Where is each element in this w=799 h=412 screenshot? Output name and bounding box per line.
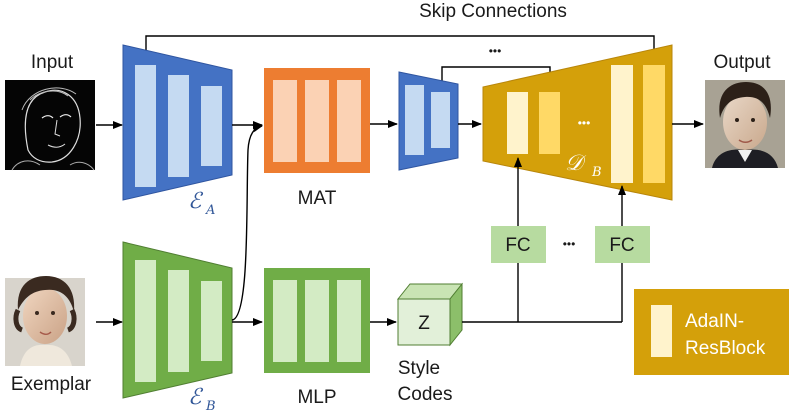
skip-connection-line <box>145 35 658 70</box>
mlp-label: MLP <box>297 387 336 408</box>
decoder-symbol: 𝒟 <box>565 151 587 176</box>
style-code-cube <box>396 282 464 347</box>
fc-right-label: FC <box>609 235 634 256</box>
fc-dots: ••• <box>563 237 576 251</box>
legend-label-line2: ResBlock <box>685 338 766 359</box>
decoder-subscript: B <box>591 165 602 180</box>
exemplar-portrait-image <box>5 276 85 366</box>
encoder-a-subscript: A <box>205 203 215 218</box>
encoder-b-symbol: ℰ <box>188 385 204 410</box>
exemplar-label: Exemplar <box>11 374 92 395</box>
decoder-b <box>482 44 673 201</box>
legend-box <box>634 289 789 375</box>
output-label: Output <box>713 52 771 73</box>
skip-connections-label: Skip Connections <box>419 1 567 22</box>
style-codes-label-line1: Style <box>398 358 440 379</box>
encoder-a-symbol: ℰ <box>188 189 204 214</box>
encoder-a <box>122 44 233 201</box>
decoder-dots: ••• <box>578 116 591 130</box>
encoder-b <box>122 241 233 399</box>
line-z-to-fc <box>462 263 623 323</box>
mat-block <box>264 68 370 173</box>
mat-label: MAT <box>298 188 337 209</box>
fc-box-left <box>491 226 546 263</box>
z-label: Z <box>418 313 430 334</box>
top-dots: ••• <box>489 44 502 58</box>
fc-left-label: FC <box>505 235 530 256</box>
encoder-b-subscript: B <box>205 399 216 412</box>
flow-arrows <box>96 120 704 326</box>
legend-label-line1: AdaIN- <box>685 311 744 332</box>
mlp-block <box>264 268 370 373</box>
input-sketch-image <box>5 80 95 171</box>
input-label: Input <box>31 52 74 73</box>
arrow-encoder-b-to-mat <box>231 124 263 321</box>
output-portrait-image <box>705 80 785 168</box>
fc-box-right <box>595 226 650 263</box>
style-codes-label-line2: Codes <box>398 384 453 405</box>
small-encoder <box>398 71 459 171</box>
